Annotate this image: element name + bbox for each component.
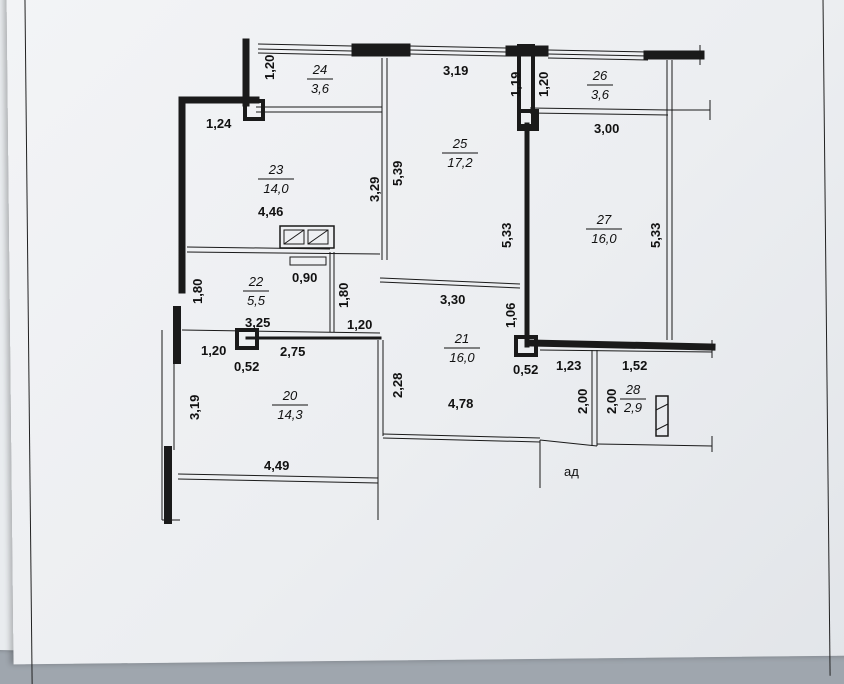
dim-label: 1,20 — [201, 343, 226, 358]
svg-text:14,0: 14,0 — [263, 181, 289, 196]
dim-label: 5,33 — [499, 223, 514, 248]
dim-label: 0,90 — [292, 270, 317, 285]
dim-label: 3,00 — [594, 121, 619, 136]
svg-text:16,0: 16,0 — [591, 231, 617, 246]
dim-label: 4,49 — [264, 458, 289, 473]
dim-label: 1,06 — [503, 303, 518, 328]
room-21: 21 16,0 — [444, 331, 480, 365]
svg-text:27: 27 — [596, 212, 612, 227]
dim-label: 5,39 — [390, 161, 405, 186]
dim-label: 5,33 — [648, 223, 663, 248]
dim-label: 4,46 — [258, 204, 283, 219]
dim-label: 1,80 — [336, 283, 351, 308]
svg-text:22: 22 — [248, 274, 264, 289]
dim-label: 3,29 — [367, 177, 382, 202]
mark-ad: ад — [564, 464, 579, 479]
svg-text:20: 20 — [282, 388, 298, 403]
svg-text:17,2: 17,2 — [447, 155, 473, 170]
dim-label: 1,52 — [622, 358, 647, 373]
dim-label: 1,20 — [347, 317, 372, 332]
dim-label: 3,30 — [440, 292, 465, 307]
svg-text:21: 21 — [454, 331, 469, 346]
room-20: 20 14,3 — [272, 388, 308, 422]
svg-text:28: 28 — [625, 382, 641, 397]
dim-label: 1,80 — [190, 279, 205, 304]
dim-label: 0,52 — [513, 362, 538, 377]
dim-label: 1,24 — [206, 116, 232, 131]
dim-label: 2,28 — [390, 373, 405, 398]
dim-label: 0,52 — [234, 359, 259, 374]
svg-text:26: 26 — [592, 68, 608, 83]
room-26: 26 3,6 — [587, 68, 613, 102]
svg-text:25: 25 — [452, 136, 468, 151]
svg-text:14,3: 14,3 — [277, 407, 303, 422]
svg-text:16,0: 16,0 — [449, 350, 475, 365]
dim-label: 3,19 — [443, 63, 468, 78]
floor-plan: 24 3,6 26 3,6 23 14,0 25 17,2 27 16,0 22… — [161, 38, 716, 524]
wall-east-bottom — [526, 339, 716, 351]
room-23: 23 14,0 — [258, 162, 294, 196]
dim-label: 1,19 — [508, 72, 523, 97]
dim-label: 2,75 — [280, 344, 305, 359]
dim-label: 2,00 — [604, 389, 619, 414]
svg-text:2,9: 2,9 — [623, 400, 642, 415]
dim-label: 3,25 — [245, 315, 270, 330]
dim-label: 1,20 — [262, 55, 277, 80]
dim-label: 1,20 — [536, 72, 551, 97]
room-25: 25 17,2 — [442, 136, 478, 170]
svg-text:23: 23 — [268, 162, 284, 177]
room-22: 22 5,5 — [243, 274, 269, 308]
dim-label: 2,00 — [575, 389, 590, 414]
room-24: 24 3,6 — [307, 62, 333, 96]
svg-text:3,6: 3,6 — [311, 81, 330, 96]
dim-label: 4,78 — [448, 396, 473, 411]
svg-text:5,5: 5,5 — [247, 293, 266, 308]
dim-label: 3,19 — [187, 395, 202, 420]
svg-text:24: 24 — [312, 62, 327, 77]
room-27: 27 16,0 — [586, 212, 622, 246]
room-28: 28 2,9 — [620, 382, 646, 415]
svg-text:3,6: 3,6 — [591, 87, 610, 102]
dim-label: 1,23 — [556, 358, 581, 373]
